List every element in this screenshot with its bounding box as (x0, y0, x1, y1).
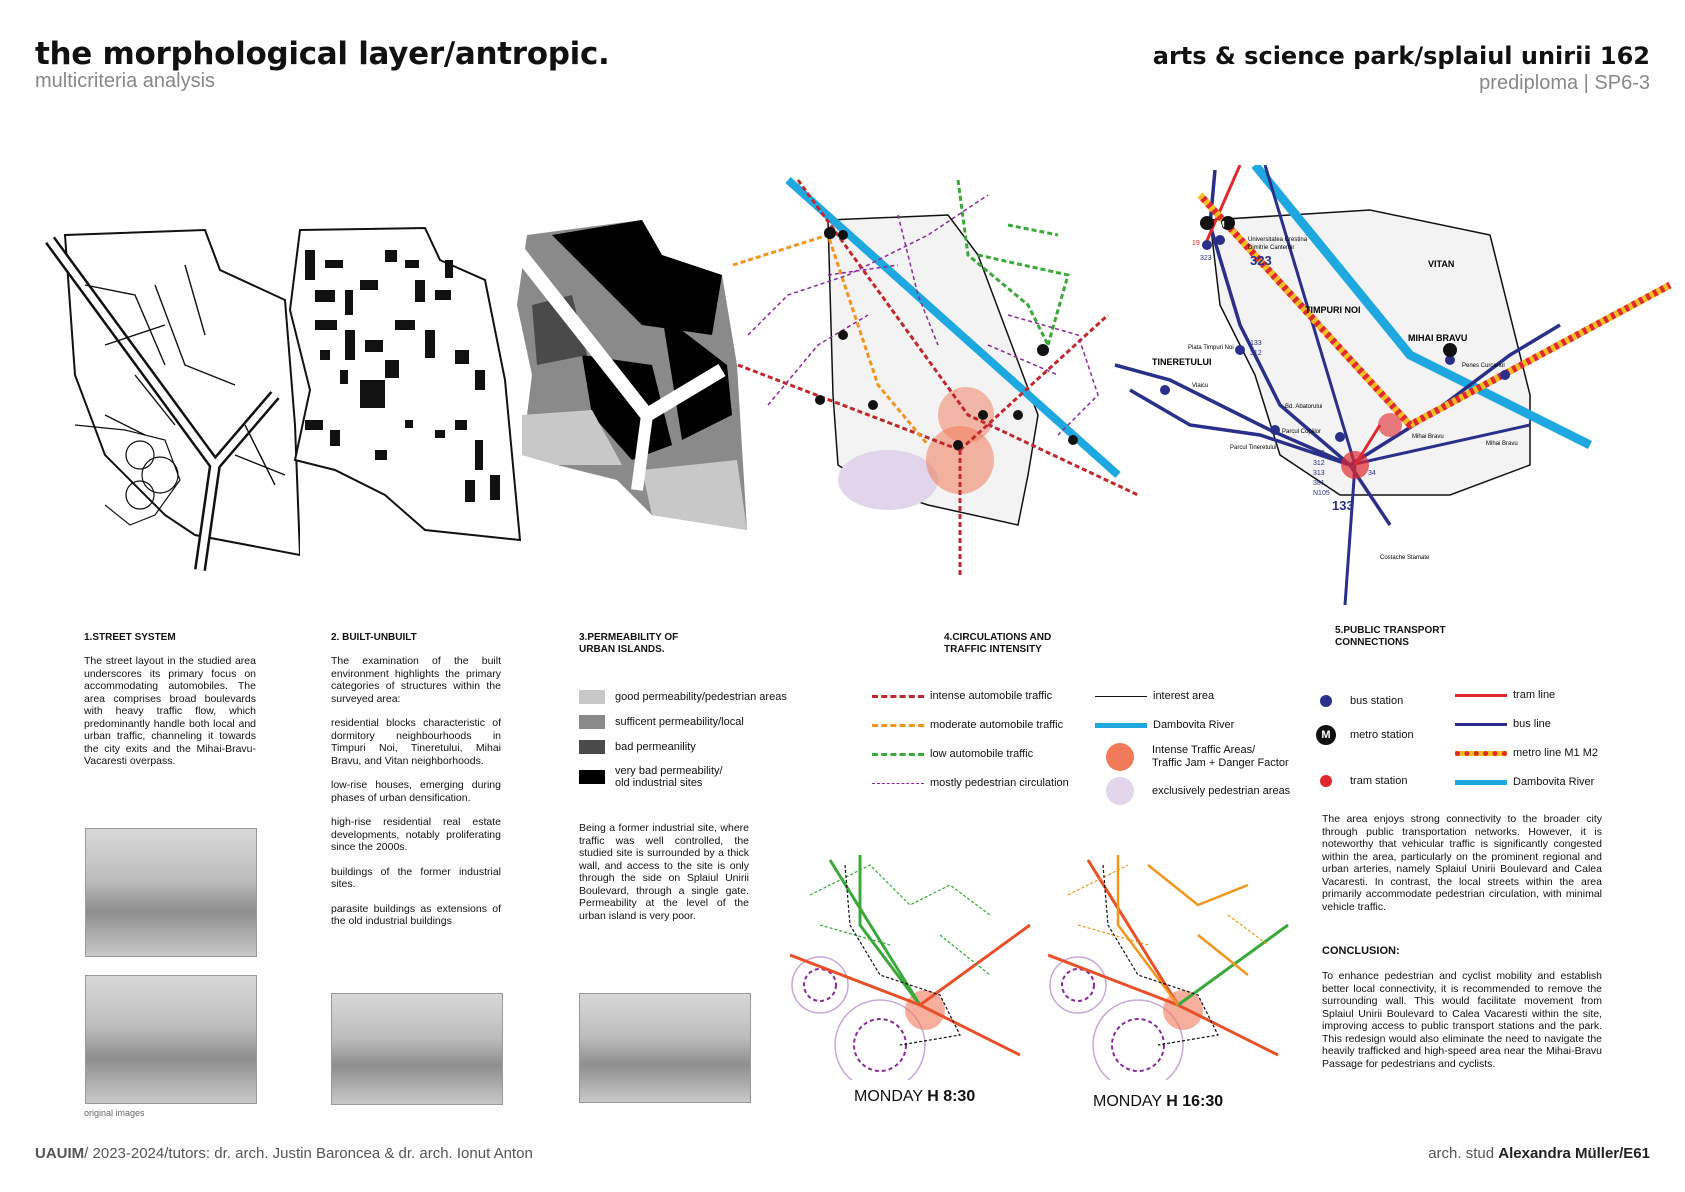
built-unbuilt-map (288, 226, 522, 542)
section2-text: The examination of the built environment… (331, 655, 501, 940)
traffic-legend-left: intense automobile traffic moderate auto… (872, 687, 1102, 792)
legend-swatch (579, 690, 605, 704)
traffic-legend-item: Dambovita River (1095, 716, 1315, 734)
section1-heading: 1.STREET SYSTEM (84, 632, 176, 643)
permeability-legend-item: very bad permeability/old industrial sit… (579, 763, 819, 791)
section2-para-6: parasite buildings as extensions of the … (331, 902, 501, 928)
section3-text: Being a former industrial site, where tr… (579, 822, 749, 922)
evening-time-label: MONDAY H 16:30 (1093, 1093, 1224, 1110)
section2-para-3: low-rise houses, emerging during phases … (331, 779, 501, 804)
map-label-abatorului: Bd. Abatorului (1285, 404, 1322, 410)
permeability-legend: good permeability/pedestrian areas suffi… (579, 688, 819, 791)
section4-heading: 4.CIRCULATIONS AND TRAFFIC INTENSITY (944, 632, 1052, 655)
section2-para-2: residential blocks characteristic of dor… (331, 717, 501, 767)
map-label-list1: 223 (1313, 450, 1325, 457)
photo-built (331, 993, 503, 1105)
photo-permeability (579, 993, 751, 1103)
section2-para-5: buildings of the former industrial sites… (331, 865, 501, 891)
bus-station-icon (1320, 695, 1332, 707)
traffic-evening-map (1048, 855, 1289, 1080)
map-label-univ2: Dimitrie Cantemir (1248, 245, 1294, 251)
metro-station-icon: M (1316, 725, 1336, 745)
map-label-tineretului: TINERETULUI (1152, 357, 1212, 367)
section5-heading: 5.PUBLIC TRANSPORT CONNECTIONS (1335, 625, 1446, 648)
section5-text: The area enjoys strong connectivity to t… (1322, 813, 1602, 913)
page-subtitle: multicriteria analysis (35, 70, 216, 92)
traffic-morning-map (790, 855, 1031, 1080)
map-label-parcul-tineretului: Parcul Tineretului (1230, 445, 1276, 451)
map-label-bus-323: 323 (1250, 253, 1272, 268)
legend-swatch (579, 740, 605, 754)
street-system-map (45, 228, 300, 571)
conclusion-heading: CONCLUSION: (1322, 945, 1400, 957)
map-label-312: 312 (1250, 350, 1262, 357)
map-label-vitan: VITAN (1428, 259, 1454, 269)
project-title: arts & science park/splaiul unirii 162 (1152, 42, 1650, 70)
photo-street-2 (85, 975, 257, 1104)
map-label-list2: 312 (1313, 460, 1325, 467)
traffic-legend-item: interest area (1095, 687, 1315, 705)
permeability-legend-item: good permeability/pedestrian areas (579, 688, 819, 706)
map-label-133: 133 (1250, 340, 1262, 347)
map-label-bus-133: 133 (1332, 498, 1354, 513)
map-label-penes: Penes Curcanul (1462, 363, 1505, 369)
map-label-costache: Costache Stamate (1380, 555, 1430, 561)
transport-legend-right: tram line bus line metro line M1 M2 Damb… (1455, 686, 1655, 791)
traffic-legend-item: low automobile traffic (872, 745, 1102, 763)
transport-legend-item: Dambovita River (1455, 773, 1655, 791)
legend-swatch (579, 715, 605, 729)
metro-icon-letter: M (1218, 220, 1225, 229)
tram-station-icon (1320, 775, 1332, 787)
photo-street-1 (85, 828, 257, 957)
map-label-vlaicu: Vlaicu (1192, 383, 1208, 389)
map-label-univ1: Universitatea Crestina (1248, 237, 1308, 243)
map-label-323: 323 (1200, 255, 1212, 262)
traffic-legend-right: interest area Dambovita River Intense Tr… (1095, 687, 1315, 806)
permeability-map (512, 220, 747, 530)
transport-legend-item: tram line (1455, 686, 1655, 704)
map-label-list3: 313 (1313, 470, 1325, 477)
transport-legend-item: bus line (1455, 715, 1655, 733)
permeability-legend-item: bad permeanility (579, 738, 819, 756)
section1-text: The street layout in the studied area un… (84, 655, 256, 767)
map-label-tram-19: 19 (1192, 240, 1200, 247)
traffic-legend-item: intense automobile traffic (872, 687, 1102, 705)
project-subtitle: prediploma | SP6-3 (1479, 72, 1650, 94)
permeability-legend-item: sufficent permeability/local (579, 713, 819, 731)
transport-legend-item: metro line M1 M2 (1455, 744, 1655, 762)
traffic-legend-item: Intense Traffic Areas/Traffic Jam + Dang… (1095, 742, 1315, 772)
section3-heading: 3.PERMEABILITY OF URBAN ISLANDS. (579, 632, 679, 655)
map-label-mihai-bravu: MIHAI BRAVU (1408, 333, 1467, 343)
map-label-mb2: Mihai Bravu (1486, 441, 1518, 447)
map-label-list4: 381 (1313, 480, 1325, 487)
footer-left: UAUIM/ 2023-2024/tutors: dr. arch. Justi… (35, 1145, 533, 1162)
footer-right: arch. stud Alexandra Müller/E61 (1428, 1145, 1650, 1162)
traffic-legend-item: mostly pedestrian circulation (872, 774, 1102, 792)
morning-time-label: MONDAY H 8:30 (854, 1088, 976, 1105)
section2-heading: 2. BUILT-UNBUILT (331, 632, 417, 643)
map-label-timpuri-noi: TIMPURI NOI (1305, 305, 1361, 315)
photo-caption: original images (84, 1108, 145, 1118)
map-label-34: 34 (1368, 470, 1376, 477)
section2-para-4: high-rise residential real estate develo… (331, 816, 501, 853)
transport-legend-item: bus station (1315, 675, 1455, 715)
legend-swatch (579, 770, 605, 784)
map-label-list5: N105 (1313, 490, 1330, 497)
map-label-mb1: Mihai Bravu (1412, 434, 1444, 440)
conclusion-text: To enhance pedestrian and cyclist mobili… (1322, 970, 1602, 1070)
traffic-map (732, 177, 1139, 575)
traffic-legend-item: moderate automobile traffic (872, 716, 1102, 734)
page-title: the morphological layer/antropic. (35, 36, 610, 72)
transport-map: M VITAN TIMPURI NOI MIHAI BRAVU TINERETU… (1114, 165, 1672, 605)
traffic-legend-item: exclusively pedestrian areas (1095, 776, 1315, 806)
map-label-piata: Piata Timpuri Noi (1188, 345, 1234, 351)
section2-para-1: The examination of the built environment… (331, 655, 501, 705)
map-label-parcul-copiilor: Parcul Copiilor (1282, 429, 1321, 435)
transport-legend-item: tram station (1315, 755, 1455, 795)
